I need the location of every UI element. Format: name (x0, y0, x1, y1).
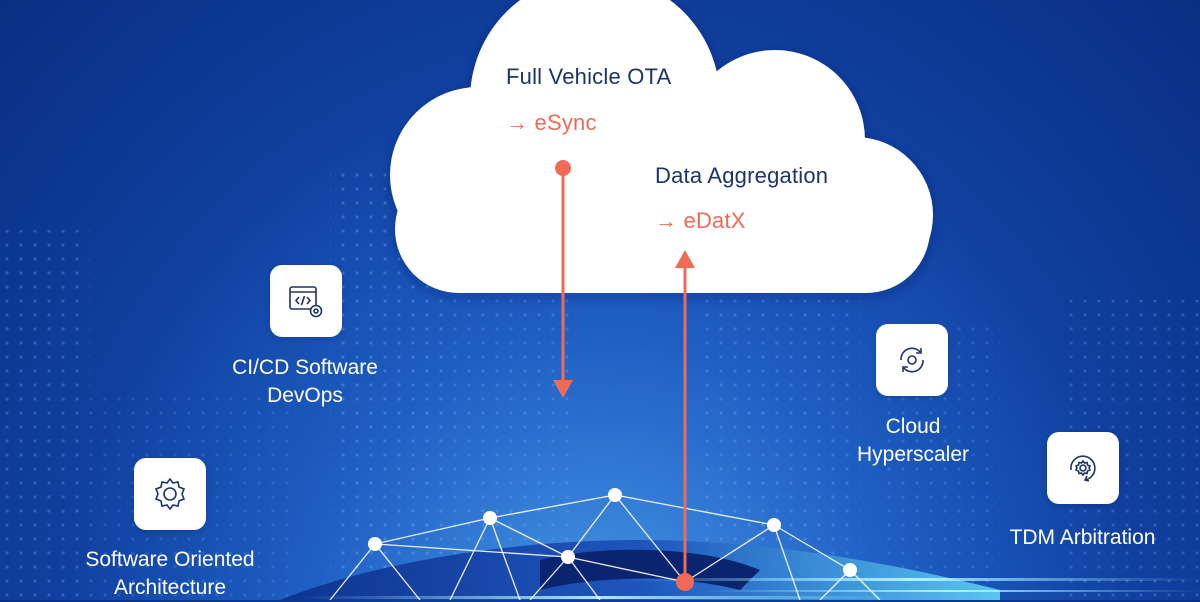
network-mesh (329, 494, 881, 600)
cicd-icon-box (270, 265, 342, 337)
cloud-sync-icon (900, 347, 924, 373)
soa-icon-box (134, 458, 206, 530)
cicd-label: CI/CD Software DevOps (205, 354, 405, 410)
cloud-hyperscaler-icon-box (876, 324, 948, 396)
tdm-icon-box (1047, 432, 1119, 504)
tdm-label: TDM Arbitration (1009, 526, 1156, 549)
esync-link[interactable]: → eSync (506, 110, 597, 135)
car-graphic (280, 540, 1200, 600)
gear-cycle-icon (1070, 455, 1096, 482)
cloud-hyperscaler-label-line1: Cloud (885, 415, 941, 438)
soa-label-line2: Architecture (113, 576, 227, 599)
cloud-hyperscaler-label: Cloud Hyperscaler (813, 413, 1013, 469)
data-aggregation-title: Data Aggregation (655, 163, 829, 188)
ota-down-arrow (553, 160, 573, 398)
gear-icon (154, 477, 186, 511)
ota-title: Full Vehicle OTA (506, 64, 672, 89)
code-gear-icon (289, 286, 323, 318)
soa-label-line1: Software Oriented (85, 548, 255, 571)
network-nodes (368, 488, 857, 577)
cloud-shape (390, 0, 933, 293)
edatx-link[interactable]: → eDatX (655, 208, 746, 233)
data-up-arrow (675, 250, 695, 591)
cloud-hyperscaler-label-line2: Hyperscaler (856, 443, 970, 466)
cicd-label-line1: CI/CD Software (232, 356, 378, 379)
cicd-label-line2: DevOps (267, 384, 343, 407)
soa-label: Software Oriented Architecture (55, 546, 285, 602)
